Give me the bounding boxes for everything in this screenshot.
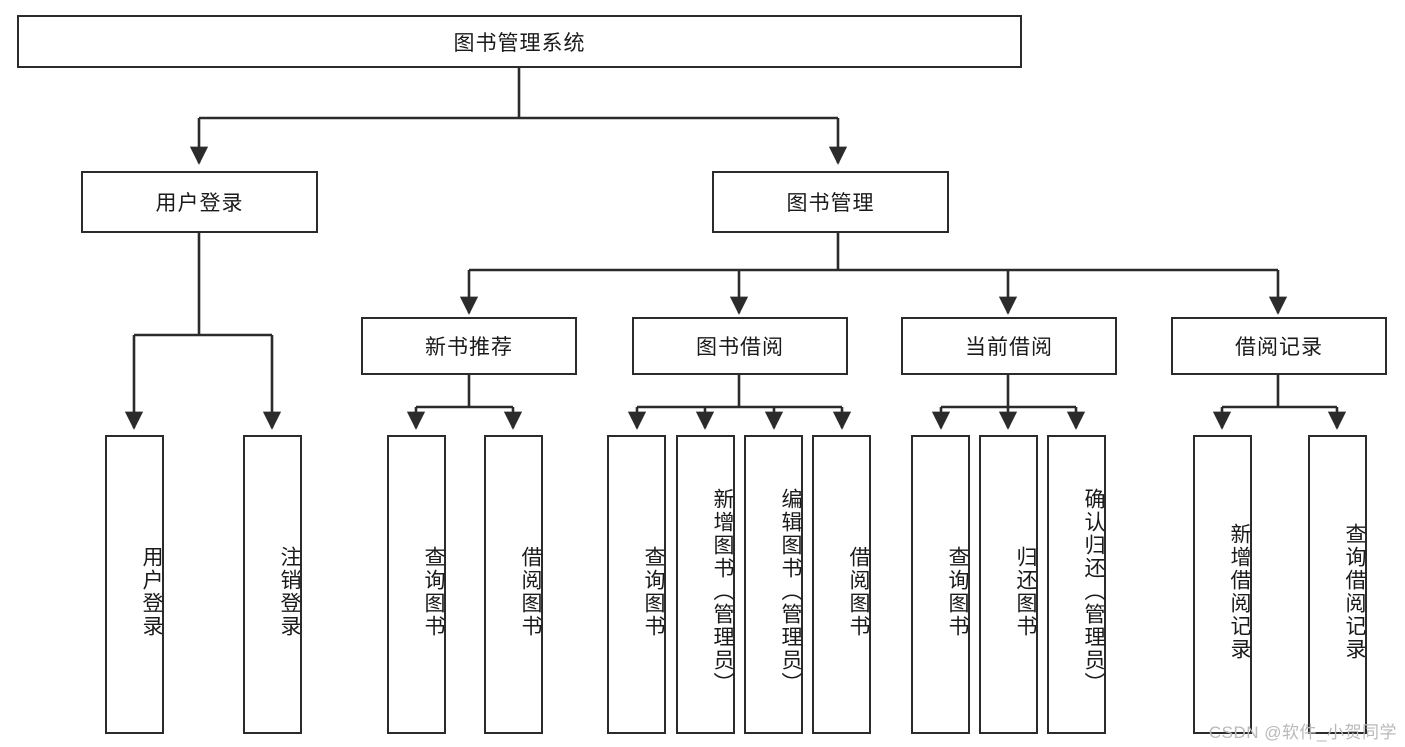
watermark: CSDN @软件_小贺同学 xyxy=(1208,723,1397,742)
leaf-query-book-1-label: 查询图书 xyxy=(422,545,445,638)
node-borrow-record[interactable]: 借阅记录 xyxy=(1171,317,1387,375)
node-book-borrow[interactable]: 图书借阅 xyxy=(632,317,848,375)
node-book-borrow-label: 图书借阅 xyxy=(696,336,784,359)
leaf-borrow-book-2-label: 借阅图书 xyxy=(847,545,870,638)
leaf-return-book-label: 归还图书 xyxy=(1014,545,1037,638)
node-user-login[interactable]: 用户登录 xyxy=(81,171,318,233)
leaf-confirm-return-label: 确认归还（管理员） xyxy=(1082,488,1105,695)
leaf-add-record-label: 新增借阅记录 xyxy=(1228,522,1251,661)
leaf-borrow-book-2[interactable]: 借阅图书 xyxy=(812,435,871,734)
leaf-query-book-3-label: 查询图书 xyxy=(946,545,969,638)
node-root-label: 图书管理系统 xyxy=(453,31,586,55)
leaf-borrow-book-1-label: 借阅图书 xyxy=(519,545,542,638)
node-book-management-label: 图书管理 xyxy=(786,192,875,215)
leaf-query-record[interactable]: 查询借阅记录 xyxy=(1308,435,1367,734)
leaf-query-book-1[interactable]: 查询图书 xyxy=(387,435,446,734)
leaf-query-book-2[interactable]: 查询图书 xyxy=(607,435,666,734)
leaf-user-login-label: 用户登录 xyxy=(140,545,163,638)
leaf-logout-login[interactable]: 注销登录 xyxy=(243,435,302,734)
leaf-edit-book[interactable]: 编辑图书（管理员） xyxy=(744,435,803,734)
leaf-query-book-3[interactable]: 查询图书 xyxy=(911,435,970,734)
node-current-borrow-label: 当前借阅 xyxy=(965,336,1053,359)
leaf-query-book-2-label: 查询图书 xyxy=(642,545,665,638)
leaf-borrow-book-1[interactable]: 借阅图书 xyxy=(484,435,543,734)
leaf-edit-book-label: 编辑图书（管理员） xyxy=(779,488,802,695)
leaf-return-book[interactable]: 归还图书 xyxy=(979,435,1038,734)
node-new-book-recommend[interactable]: 新书推荐 xyxy=(361,317,577,375)
leaf-confirm-return[interactable]: 确认归还（管理员） xyxy=(1047,435,1106,734)
node-new-book-recommend-label: 新书推荐 xyxy=(425,336,513,359)
leaf-add-record[interactable]: 新增借阅记录 xyxy=(1193,435,1252,734)
leaf-user-login[interactable]: 用户登录 xyxy=(105,435,164,734)
leaf-logout-login-label: 注销登录 xyxy=(278,545,301,638)
node-borrow-record-label: 借阅记录 xyxy=(1235,336,1323,359)
node-root[interactable]: 图书管理系统 xyxy=(17,15,1022,68)
node-book-management[interactable]: 图书管理 xyxy=(712,171,949,233)
node-user-login-label: 用户登录 xyxy=(155,192,244,215)
leaf-add-book-label: 新增图书（管理员） xyxy=(711,488,734,695)
node-current-borrow[interactable]: 当前借阅 xyxy=(901,317,1117,375)
leaf-add-book[interactable]: 新增图书（管理员） xyxy=(676,435,735,734)
leaf-query-record-label: 查询借阅记录 xyxy=(1343,522,1366,661)
